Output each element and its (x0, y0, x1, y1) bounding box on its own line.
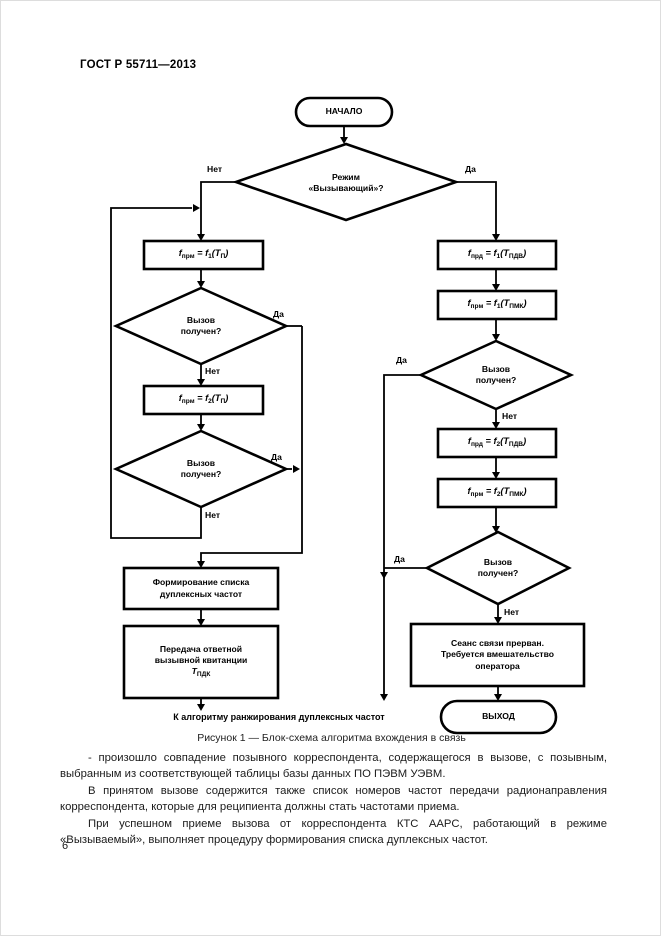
figure-caption: Рисунок 1 — Блок-схема алгоритма вхожден… (197, 732, 466, 744)
decision-l2-label: Вызов получен? (180, 457, 222, 479)
branch-yes-label-r2: Да (394, 554, 405, 564)
process-box-l1 (142, 239, 265, 271)
process-l2-label: fпрм = f2(TП) (178, 393, 229, 406)
branch-yes-label-l1: Да (273, 309, 284, 319)
to-ranking-note: К алгоритму ранжирования дуплексных част… (173, 712, 385, 722)
process-r1-label: fпрд = f1(TПДВ) (467, 248, 527, 261)
paragraph-1: - произошло совпадение позывного корресп… (60, 752, 607, 781)
process-form-list-label: Формирование списка дуплексных частот (152, 577, 250, 599)
decision-mode-label: Режим «Вызывающий»? (308, 171, 384, 193)
branch-no-label-l2: Нет (205, 510, 221, 520)
exit-terminal-label: ВЫХОД (482, 711, 515, 722)
decision-r1-label: Вызов получен? (475, 363, 517, 385)
process-l1-label: fпрм = f1(TП) (178, 248, 229, 261)
process-box-l2 (142, 384, 265, 416)
branch-no-label-r1: Нет (502, 411, 518, 421)
page-number: 6 (62, 840, 69, 852)
branch-no-label-mode: Нет (207, 164, 223, 174)
flowchart-canvas (110, 96, 586, 735)
start-terminal-label: НАЧАЛО (325, 106, 363, 117)
branch-yes-label-l2: Да (271, 452, 282, 462)
process-box-r2 (436, 289, 558, 321)
body-text: - произошло совпадение позывного корресп… (60, 750, 607, 848)
decision-r2-label: Вызов получен? (477, 556, 519, 578)
branch-no-label-r2: Нет (504, 607, 520, 617)
decision-l1-label: Вызов получен? (180, 314, 222, 336)
document-header-title: ГОСТ Р 55711—2013 (80, 59, 197, 71)
process-r2-label: fпрм = f1(TПМК) (467, 298, 527, 311)
exit-terminal-shape (439, 699, 558, 735)
connector-lines (110, 126, 499, 705)
decision-mode-shape (232, 142, 460, 222)
process-box-r4 (436, 477, 558, 509)
process-send-receipt-label: Передача ответной вызывной квитанции TПД… (154, 644, 248, 679)
process-r3-label: fпрд = f2(TПДВ) (467, 436, 527, 449)
paragraph-3: При успешном приеме вызова от корреспонд… (60, 817, 607, 847)
process-session-lost-label: Сеанс связи прерван. Требуется вмешатель… (440, 638, 555, 671)
process-box-shapes (122, 239, 586, 700)
branch-no-label-l1: Нет (205, 366, 221, 376)
connector-arrowheads (193, 137, 502, 711)
process-r4-label: fпрм = f2(TПМК) (467, 486, 527, 499)
process-box-r1 (436, 239, 558, 271)
branch-yes-label-r1: Да (396, 355, 407, 365)
paragraph-2: В принятом вызове содержится также списо… (60, 784, 607, 814)
branch-yes-label-mode: Да (465, 164, 476, 174)
process-box-r3 (436, 427, 558, 459)
